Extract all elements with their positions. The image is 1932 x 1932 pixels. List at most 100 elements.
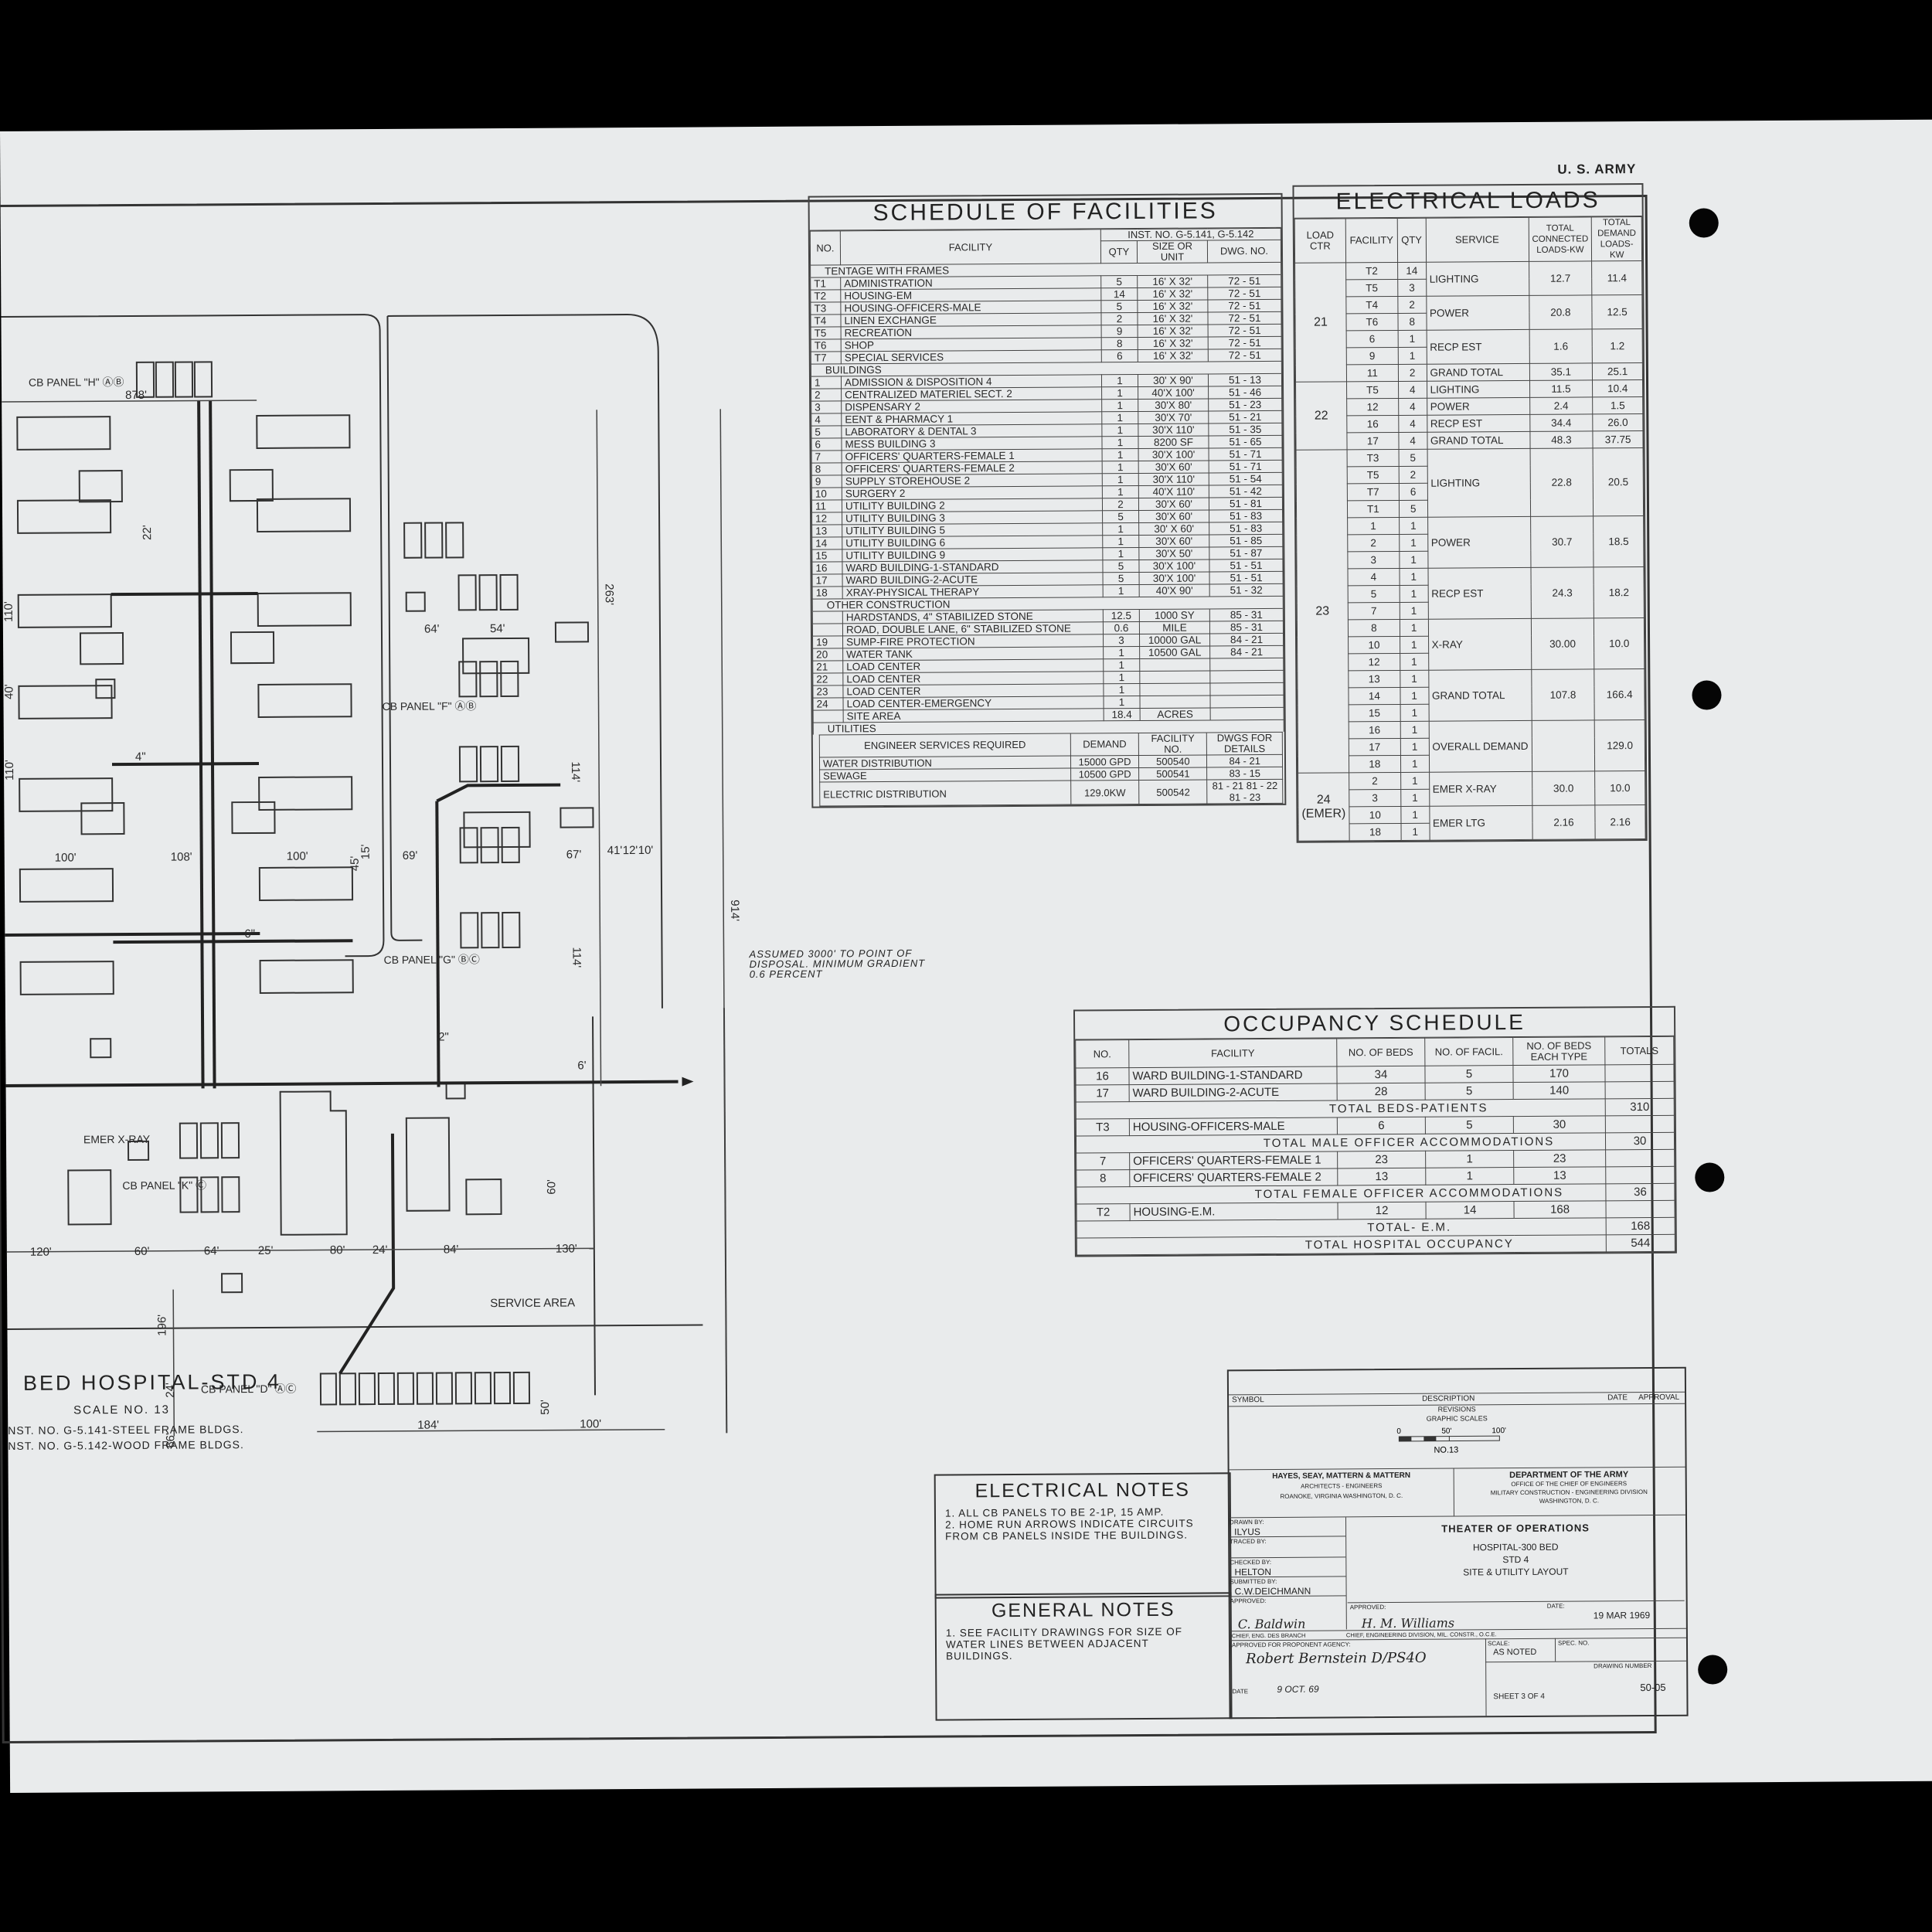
facility-size <box>1139 658 1210 672</box>
flow-arrow <box>682 1077 694 1087</box>
occupancy-total <box>1605 1081 1675 1099</box>
load-service: POWER <box>1427 516 1531 569</box>
dept-line3: WASHINGTON, D. C. <box>1539 1497 1600 1505</box>
occupancy-beds: 13 <box>1337 1168 1426 1185</box>
load-qty: 1 <box>1397 330 1427 348</box>
facility-size: 16' X 32' <box>1138 336 1209 350</box>
title-block: SYMBOL DESCRIPTION DATE APPROVAL REVISIO… <box>1226 1366 1689 1719</box>
load-service: X-RAY <box>1427 618 1532 671</box>
facility-dwg: 51 - 35 <box>1208 423 1282 436</box>
dim-45: 45' <box>349 855 362 871</box>
util-col-demand: DEMAND <box>1070 733 1139 757</box>
general-notes: GENERAL NOTES 1. SEE FACILITY DRAWINGS F… <box>934 1592 1233 1721</box>
load-facility: 16 <box>1346 415 1399 433</box>
occupancy-facility: OFFICERS' QUARTERS-FEMALE 1 <box>1129 1151 1338 1170</box>
dim-25: 25' <box>258 1244 274 1257</box>
facility-qty: 1 <box>1101 374 1138 387</box>
col-dwg: DWG. NO. <box>1207 240 1281 263</box>
general-notes-title: GENERAL NOTES <box>991 1598 1175 1622</box>
facility-dwg: 84 - 21 <box>1209 645 1284 658</box>
facility-size: 30'X 60' <box>1138 534 1209 548</box>
occupancy-total <box>1604 1064 1675 1082</box>
load-qty: 4 <box>1398 415 1427 433</box>
facility-size <box>1139 670 1210 684</box>
facility-dwg: 72 - 51 <box>1207 299 1281 312</box>
load-qty: 1 <box>1400 670 1429 688</box>
load-facility: 8 <box>1348 619 1400 637</box>
occupancy-no: T3 <box>1076 1118 1130 1137</box>
occupancy-facility: WARD BUILDING-2-ACUTE <box>1129 1083 1338 1102</box>
load-service: LIGHTING <box>1427 380 1530 399</box>
load-qty: 1 <box>1399 517 1428 535</box>
dim-114: 114' <box>569 761 582 782</box>
approval-date: 19 MAR 1969 <box>1593 1609 1651 1621</box>
facility-qty: 1 <box>1101 386 1138 400</box>
facility-dwg: 72 - 51 <box>1208 324 1282 337</box>
dim-196: 196' <box>155 1315 168 1336</box>
facility-dwg <box>1209 658 1284 671</box>
facility-dwg: 85 - 31 <box>1209 608 1284 621</box>
load-qty: 1 <box>1400 653 1429 671</box>
occupancy-total <box>1605 1200 1675 1218</box>
load-qty: 1 <box>1399 551 1428 569</box>
electrical-note-2: 2. HOME RUN ARROWS INDICATE CIRCUITS FRO… <box>944 1517 1194 1543</box>
load-facility: T1 <box>1347 500 1400 518</box>
load-facility: 10 <box>1348 636 1400 654</box>
cb-panel-k: CB PANEL "K" Ⓒ <box>122 1179 206 1192</box>
dim-263: 263' <box>603 583 616 605</box>
facility-no: 20 <box>812 648 843 662</box>
cb-panel-f: CB PANEL "F" ⒶⒷ <box>383 699 477 713</box>
occupancy-no: 16 <box>1075 1067 1130 1086</box>
facility-size: 30'X 80' <box>1138 398 1209 412</box>
blueprint-sheet: U. S. ARMY <box>0 118 1932 1793</box>
electrical-loads: ELECTRICAL LOADS LOAD CTR FACILITY QTY S… <box>1292 183 1648 843</box>
load-qty: 5 <box>1398 449 1427 467</box>
load-demand: 11.4 <box>1591 260 1642 295</box>
load-connected: 20.8 <box>1529 294 1593 330</box>
facility-no <box>813 709 844 723</box>
facility-size: 30'X 70' <box>1138 410 1209 424</box>
facility-no: 13 <box>811 524 842 538</box>
dim-80: 80' <box>330 1243 345 1257</box>
load-connected: 48.3 <box>1529 430 1594 449</box>
facility-no: 15 <box>811 549 842 563</box>
load-service: EMER LTG <box>1429 805 1532 841</box>
facility-qty: 1 <box>1102 535 1139 548</box>
dim-50: 50' <box>539 1400 552 1415</box>
load-qty: 1 <box>1400 602 1428 620</box>
occupancy-beds: 12 <box>1337 1202 1427 1219</box>
dim-24: 24' <box>372 1243 388 1257</box>
facility-dwg: 72 - 51 <box>1207 274 1281 287</box>
facility-dwg: 51 - 65 <box>1208 435 1283 448</box>
load-facility: 3 <box>1347 551 1400 569</box>
facility-dwg: 84 - 21 <box>1209 633 1284 646</box>
dim-100: 100' <box>55 851 77 864</box>
facility-size: 16' X 32' <box>1138 324 1209 338</box>
load-facility: 18 <box>1349 755 1401 773</box>
util-col-service: ENGINEER SERVICES REQUIRED <box>819 733 1071 758</box>
occupancy-each: 23 <box>1513 1149 1606 1168</box>
load-qty: 1 <box>1400 738 1429 756</box>
facility-size: 30'X 100' <box>1139 571 1210 585</box>
load-connected: 34.4 <box>1529 413 1594 432</box>
facility-qty: 3 <box>1103 634 1140 647</box>
load-demand: 2.16 <box>1595 804 1646 839</box>
load-demand: 18.2 <box>1594 566 1645 618</box>
facility-size: 30'X 50' <box>1138 546 1209 560</box>
dim-4in: 4" <box>135 750 146 764</box>
facility-size: 30'X 110' <box>1138 472 1209 486</box>
facilities-title: SCHEDULE OF FACILITIES <box>809 194 1281 231</box>
dim-64: 64' <box>424 623 440 636</box>
load-connected: 1.6 <box>1529 328 1593 364</box>
inst-header: INST. NO. G-5.141, G-5.142 <box>1100 228 1281 241</box>
service-area-label: SERVICE AREA <box>490 1296 575 1310</box>
load-qty: 6 <box>1399 483 1427 501</box>
load-demand: 18.5 <box>1593 515 1644 567</box>
dim-114b: 114' <box>570 947 583 968</box>
load-facility: 3 <box>1349 789 1401 807</box>
facility-qty: 1 <box>1101 423 1138 437</box>
load-connected: 2.16 <box>1532 804 1596 840</box>
facility-dwg: 51 - 83 <box>1209 509 1283 522</box>
facility-size: 30'X 60' <box>1138 497 1209 511</box>
